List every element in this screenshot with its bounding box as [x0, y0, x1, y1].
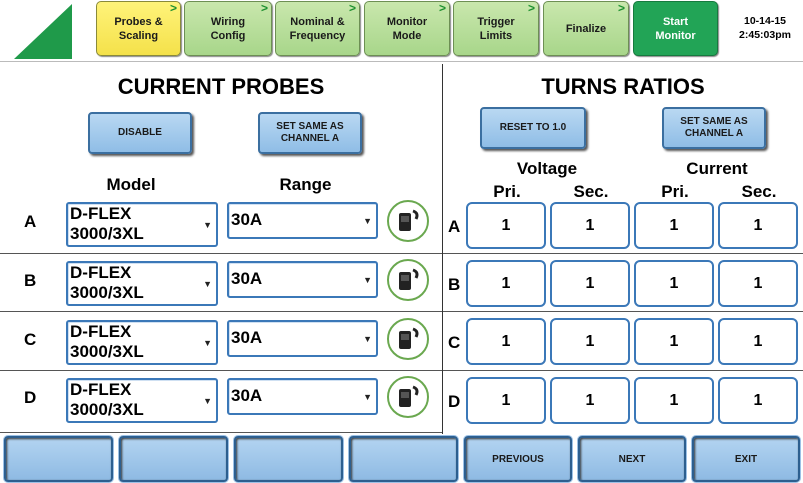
- current-pri-field-a[interactable]: 1: [634, 202, 714, 249]
- model-column-header: Model: [106, 175, 156, 194]
- current-pri-field-c[interactable]: 1: [634, 318, 714, 365]
- row-divider: [0, 432, 442, 433]
- ratio-row-label-b: B: [448, 275, 461, 294]
- date-text: 10-14-15: [743, 15, 787, 27]
- voltage-sec-header: Sec.: [573, 182, 609, 201]
- current-sec-field-b[interactable]: 1: [718, 260, 798, 307]
- softkey-1-button[interactable]: [4, 436, 113, 482]
- current-probe-icon: [387, 259, 429, 301]
- reset-to-1-button[interactable]: RESET TO 1.0: [480, 107, 586, 149]
- probe-row-label-b: B: [24, 271, 37, 290]
- voltage-sec-field-b[interactable]: 1: [550, 260, 630, 307]
- voltage-pri-header: Pri.: [493, 182, 521, 201]
- ratio-row-label-c: C: [448, 333, 461, 352]
- current-probe-icon: [387, 318, 429, 360]
- row-divider: [0, 311, 442, 312]
- range-select-a[interactable]: 30A ▼: [227, 202, 378, 239]
- range-select-b[interactable]: 30A ▼: [227, 261, 378, 298]
- chevron-right-icon: >: [169, 1, 177, 15]
- current-probes-title: CURRENT PROBES: [117, 74, 325, 99]
- probe-row-label-a: A: [24, 212, 37, 231]
- datetime-display: 10-14-15 2:45:03pm: [730, 14, 800, 42]
- probe-row-label-c: C: [24, 330, 37, 349]
- range-select-d[interactable]: 30A ▼: [227, 378, 378, 415]
- range-column-header: Range: [279, 175, 332, 194]
- chevron-right-icon: >: [617, 1, 625, 15]
- probe-row-label-d: D: [24, 388, 37, 407]
- row-divider: [0, 253, 442, 254]
- voltage-pri-field-d[interactable]: 1: [466, 377, 546, 424]
- step-nominal-frequency[interactable]: > Nominal &Frequency: [275, 1, 360, 56]
- voltage-header: Voltage: [516, 159, 578, 178]
- current-sec-header: Sec.: [741, 182, 777, 201]
- chevron-right-icon: >: [527, 1, 535, 15]
- dropdown-arrow-icon: ▼: [203, 278, 212, 289]
- turns-ratios-title: TURNS RATIOS: [541, 74, 705, 99]
- header-divider: [0, 61, 803, 62]
- current-sec-field-a[interactable]: 1: [718, 202, 798, 249]
- step-probes-scaling[interactable]: > Probes &Scaling: [96, 1, 181, 56]
- chevron-right-icon: >: [438, 1, 446, 15]
- voltage-pri-field-c[interactable]: 1: [466, 318, 546, 365]
- chevron-right-icon: >: [260, 1, 268, 15]
- current-header: Current: [686, 159, 748, 178]
- next-button[interactable]: NEXT: [578, 436, 686, 482]
- softkey-4-button[interactable]: [349, 436, 458, 482]
- voltage-sec-field-c[interactable]: 1: [550, 318, 630, 365]
- model-select-d[interactable]: D-FLEX 3000/3XL ▼: [66, 378, 218, 423]
- exit-button[interactable]: EXIT: [692, 436, 800, 482]
- voltage-pri-field-a[interactable]: 1: [466, 202, 546, 249]
- dropdown-arrow-icon: ▼: [363, 274, 372, 285]
- dropdown-arrow-icon: ▼: [203, 337, 212, 348]
- voltage-sec-field-d[interactable]: 1: [550, 377, 630, 424]
- ratio-row-label-a: A: [448, 217, 461, 236]
- dropdown-arrow-icon: ▼: [363, 333, 372, 344]
- softkey-3-button[interactable]: [234, 436, 343, 482]
- chevron-right-icon: >: [348, 1, 356, 15]
- dropdown-arrow-icon: ▼: [203, 395, 212, 406]
- disable-button[interactable]: DISABLE: [88, 112, 192, 154]
- model-select-c[interactable]: D-FLEX 3000/3XL ▼: [66, 320, 218, 365]
- current-pri-field-b[interactable]: 1: [634, 260, 714, 307]
- time-text: 2:45:03pm: [739, 29, 791, 41]
- row-divider: [443, 370, 803, 371]
- previous-button[interactable]: PREVIOUS: [464, 436, 572, 482]
- row-divider: [443, 311, 803, 312]
- row-divider: [0, 370, 442, 371]
- current-probe-icon: [387, 376, 429, 418]
- model-select-b[interactable]: D-FLEX 3000/3XL ▼: [66, 261, 218, 306]
- voltage-pri-field-b[interactable]: 1: [466, 260, 546, 307]
- softkey-2-button[interactable]: [119, 436, 228, 482]
- voltage-sec-field-a[interactable]: 1: [550, 202, 630, 249]
- logo-icon: [14, 4, 72, 59]
- current-pri-field-d[interactable]: 1: [634, 377, 714, 424]
- dropdown-arrow-icon: ▼: [363, 391, 372, 402]
- ratio-row-label-d: D: [448, 392, 461, 411]
- current-sec-field-c[interactable]: 1: [718, 318, 798, 365]
- dropdown-arrow-icon: ▼: [203, 219, 212, 230]
- range-select-c[interactable]: 30A ▼: [227, 320, 378, 357]
- panel-divider: [442, 64, 443, 434]
- current-probe-icon: [387, 200, 429, 242]
- row-divider: [443, 253, 803, 254]
- dropdown-arrow-icon: ▼: [363, 215, 372, 226]
- current-sec-field-d[interactable]: 1: [718, 377, 798, 424]
- model-select-a[interactable]: D-FLEX 3000/3XL ▼: [66, 202, 218, 247]
- current-pri-header: Pri.: [661, 182, 689, 201]
- step-finalize[interactable]: > Finalize: [543, 1, 629, 56]
